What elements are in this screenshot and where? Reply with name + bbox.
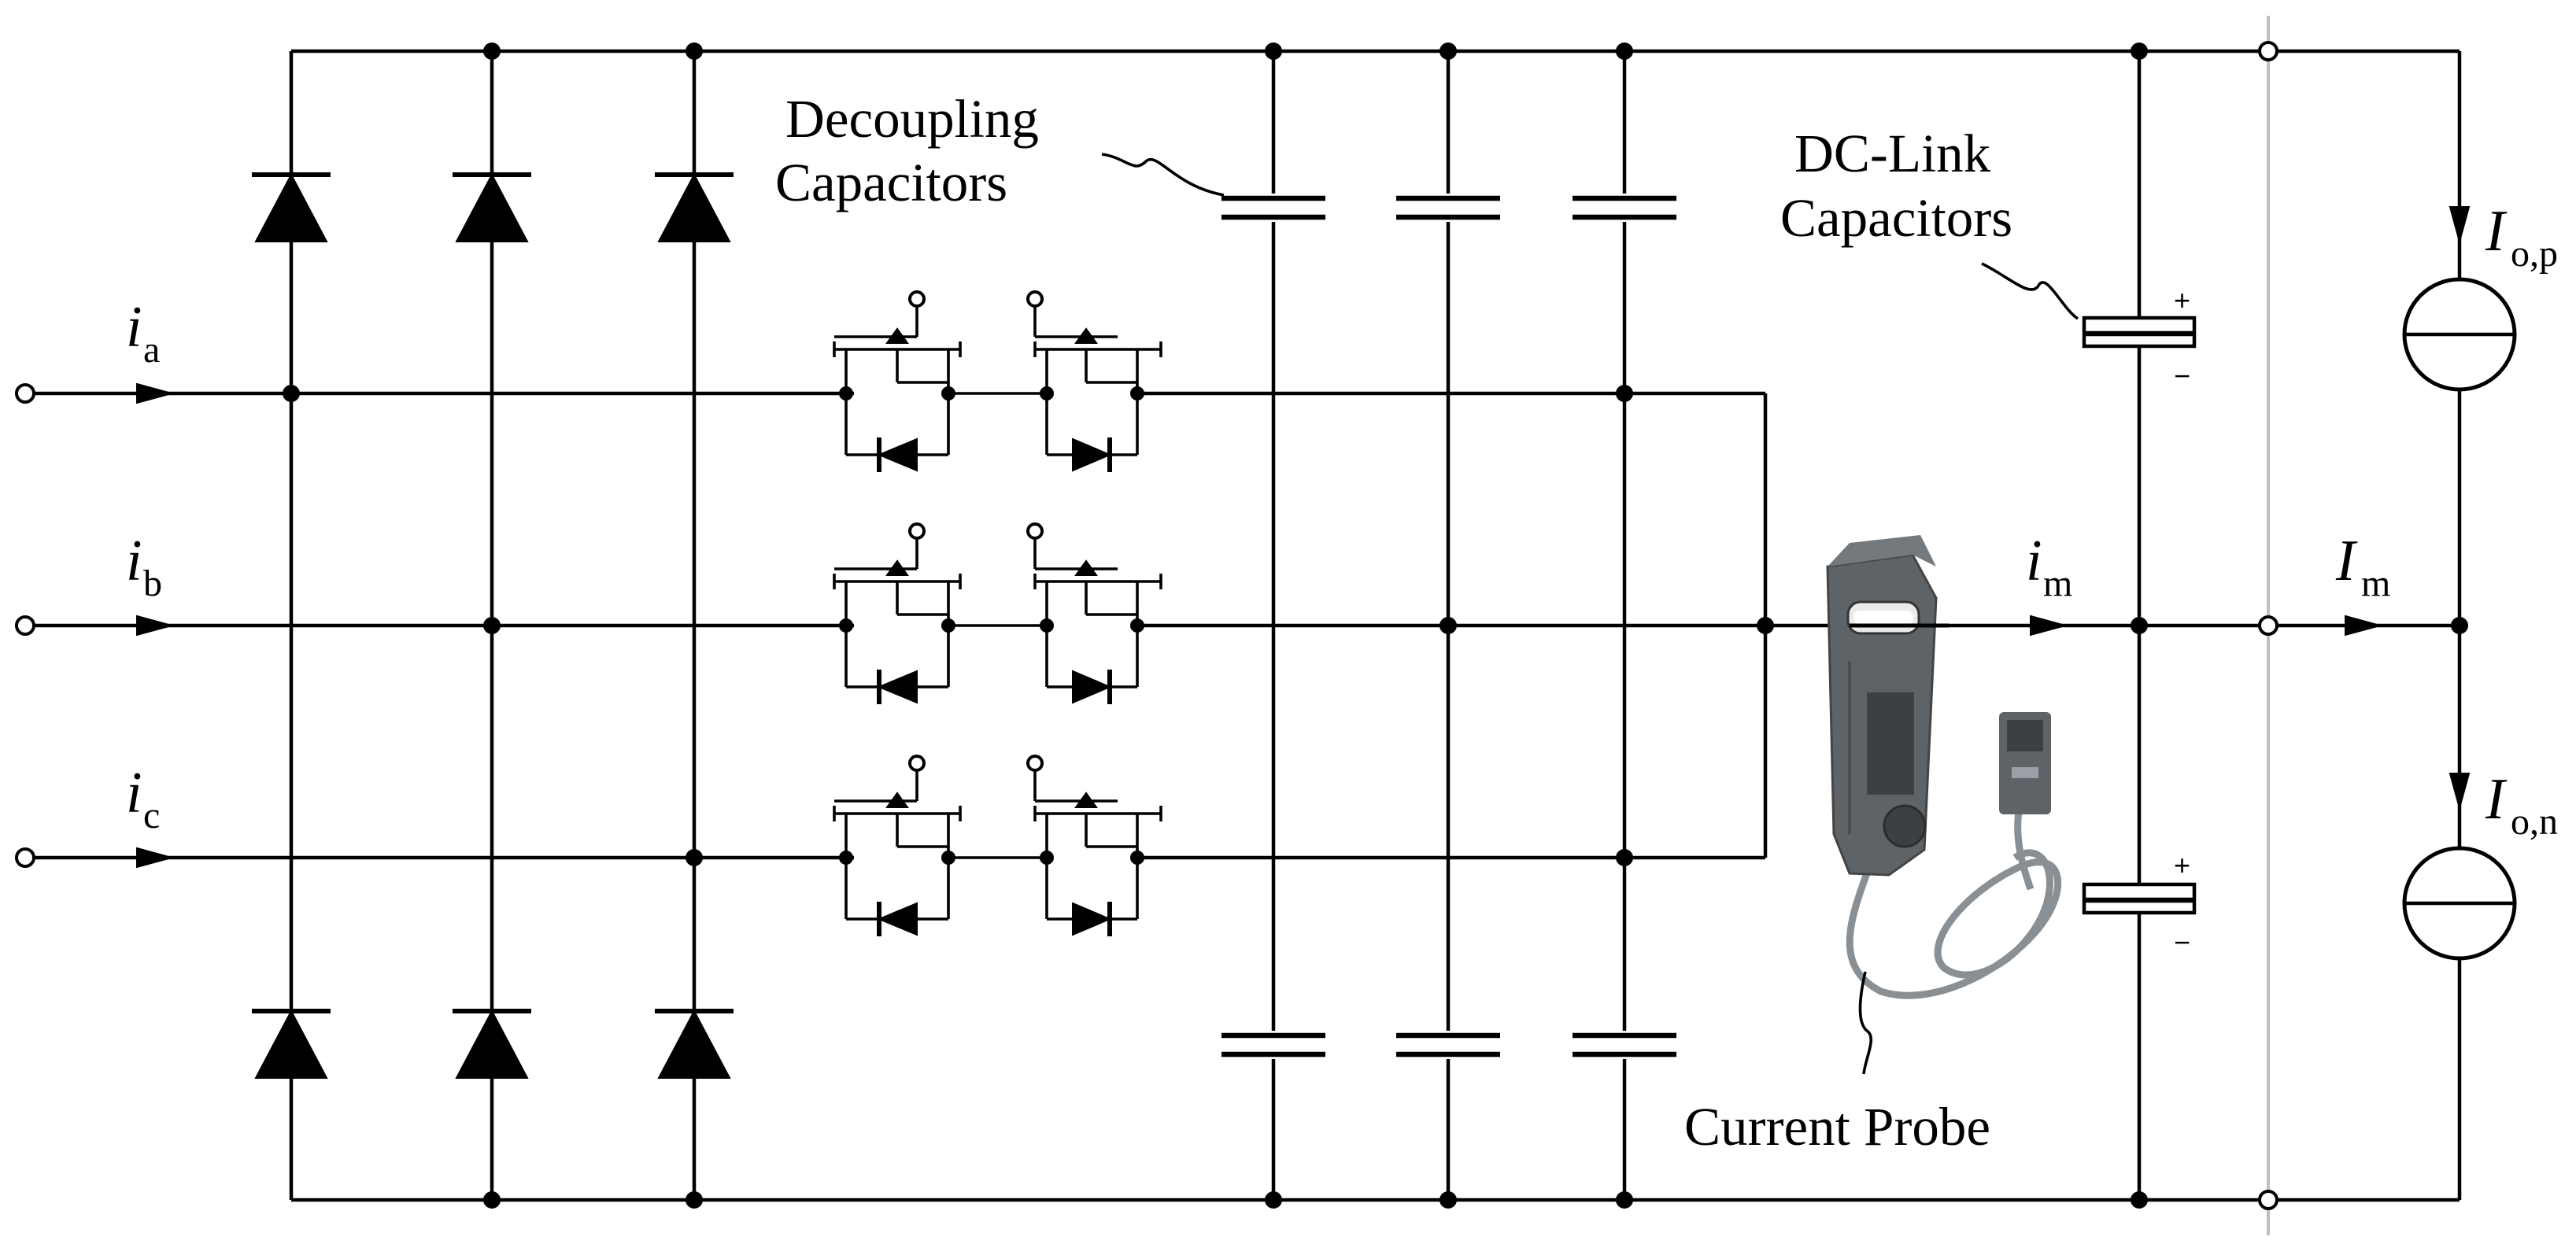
dc-link-capacitors: + − + − xyxy=(2082,42,2197,1209)
svg-text:a: a xyxy=(143,329,160,371)
svg-text:i: i xyxy=(126,761,142,825)
svg-text:i: i xyxy=(126,529,142,593)
decoupling-capacitors xyxy=(1221,42,1676,1209)
label-dclink-line2: Capacitors xyxy=(1780,188,2012,248)
current-label-ic: i c xyxy=(126,761,160,836)
current-label-ib: i b xyxy=(126,529,162,604)
svg-text:i: i xyxy=(2026,529,2042,593)
terminal-b xyxy=(15,615,35,636)
current-label-im: i m xyxy=(2026,529,2072,604)
current-label-Ion: I o,n xyxy=(2485,767,2558,843)
current-label-ia: i a xyxy=(126,295,160,371)
label-decoupling-line1: Decoupling xyxy=(785,89,1039,149)
dclink-top-minus: − xyxy=(2174,360,2190,392)
current-label-Iop: I o,p xyxy=(2485,199,2558,275)
svg-text:I: I xyxy=(2485,767,2508,832)
svg-text:I: I xyxy=(2485,199,2508,264)
svg-text:o,p: o,p xyxy=(2511,233,2558,275)
dclink-bottom-plus: + xyxy=(2174,849,2190,881)
output-current-sources xyxy=(2030,41,2517,1210)
current-probe xyxy=(1826,535,2062,999)
label-current-probe: Current Probe xyxy=(1684,1097,1990,1157)
svg-text:I: I xyxy=(2335,529,2358,593)
terminal-c xyxy=(15,847,35,868)
dclink-top-plus: + xyxy=(2174,284,2190,316)
svg-text:o,n: o,n xyxy=(2511,801,2558,843)
current-label-Im: I m xyxy=(2335,529,2390,604)
bidirectional-switches xyxy=(834,292,1161,936)
dclink-bottom-minus: − xyxy=(2174,926,2190,958)
svg-text:i: i xyxy=(126,295,142,360)
label-decoupling-line2: Capacitors xyxy=(775,153,1007,212)
svg-text:m: m xyxy=(2361,563,2390,604)
terminal-a xyxy=(15,383,35,404)
svg-text:c: c xyxy=(143,795,160,836)
svg-text:m: m xyxy=(2043,563,2072,604)
leader-lines xyxy=(1101,153,2079,1075)
label-dclink-line1: DC-Link xyxy=(1794,124,1991,183)
svg-text:b: b xyxy=(143,563,162,604)
phase-inputs xyxy=(15,383,854,868)
